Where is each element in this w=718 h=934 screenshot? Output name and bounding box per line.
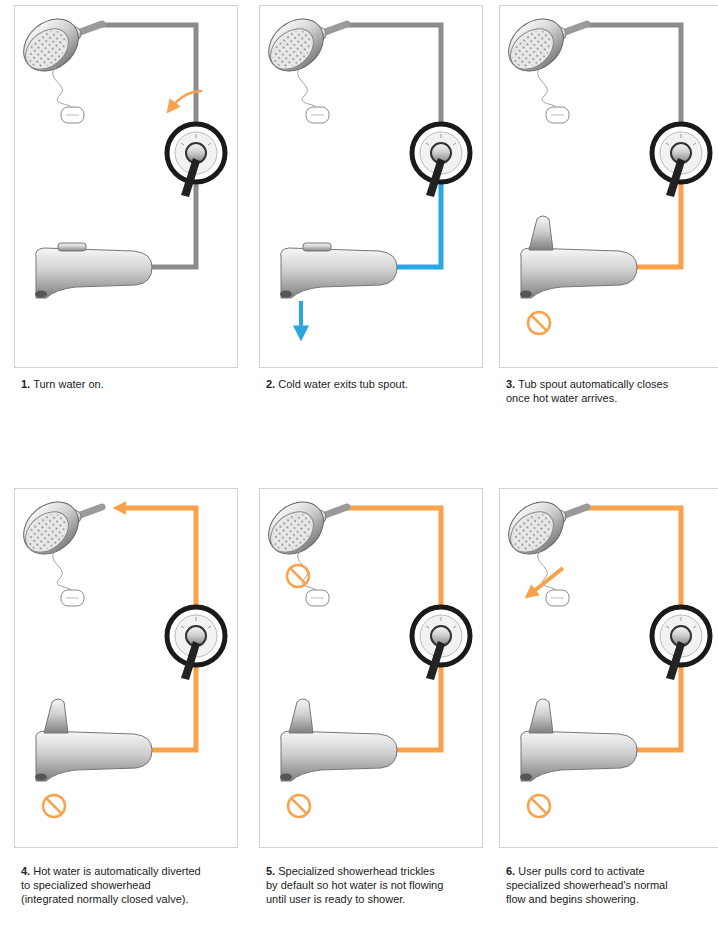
- tub-spout: [35, 243, 152, 298]
- turn-arrow: [170, 91, 202, 109]
- showerhead: [13, 8, 102, 123]
- lower-pipe: [150, 183, 196, 267]
- step-panel: 4.Hot water is automatically diverted to…: [14, 488, 238, 848]
- shower-valve: [167, 124, 225, 197]
- stop-symbol: [528, 312, 550, 334]
- panel-illustration: [13, 491, 225, 817]
- step-caption: 5.Specialized showerhead trickles by def…: [266, 864, 446, 906]
- step-caption: 2.Cold water exits tub spout.: [266, 377, 446, 391]
- hot-pipe: [395, 666, 441, 750]
- step-panel: 6.User pulls cord to activate specialize…: [499, 488, 718, 848]
- step-number: 3.: [506, 378, 515, 390]
- tub-spout: [520, 699, 637, 781]
- cold-pipe: [395, 183, 441, 267]
- panel-illustration: [258, 8, 470, 335]
- upper-pipe: [585, 25, 681, 123]
- hot-pipe: [635, 183, 681, 267]
- stop-symbol: [528, 795, 550, 817]
- stop-symbol: [288, 795, 310, 817]
- step-text: Specialized showerhead trickles by defau…: [266, 865, 443, 905]
- step-number: 5.: [266, 865, 275, 877]
- step-number: 4.: [21, 865, 30, 877]
- step-panel: 5.Specialized showerhead trickles by def…: [259, 488, 483, 848]
- showerhead: [258, 8, 347, 123]
- step-text: Tub spout automatically closes once hot …: [506, 378, 668, 404]
- shower-valve: [412, 607, 470, 680]
- step-text: Cold water exits tub spout.: [278, 378, 408, 390]
- step-number: 2.: [266, 378, 275, 390]
- step-panel: 3.Tub spout automatically closes once ho…: [499, 5, 718, 368]
- panel-illustration: [498, 8, 710, 334]
- showerhead: [498, 491, 587, 606]
- step-text: Turn water on.: [33, 378, 104, 390]
- step-caption: 1.Turn water on.: [21, 377, 201, 391]
- showerhead: [498, 8, 587, 123]
- stop-symbol: [43, 795, 65, 817]
- shower-flow-arrow: [529, 568, 563, 595]
- upper-pipe: [345, 25, 441, 123]
- step-caption: 4.Hot water is automatically diverted to…: [21, 864, 201, 906]
- step-number: 1.: [21, 378, 30, 390]
- cold-flow-arrow: [299, 301, 303, 335]
- shower-valve: [167, 607, 225, 680]
- step-panel: 1.Turn water on.: [14, 5, 238, 368]
- step-text: Hot water is automatically diverted to s…: [21, 865, 201, 905]
- hot-pipe: [345, 508, 441, 606]
- shower-valve: [652, 607, 710, 680]
- hot-flow-arrow: [118, 508, 196, 606]
- panel-illustration: [13, 8, 225, 298]
- hot-pipe: [585, 508, 681, 606]
- hot-pipe: [635, 666, 681, 750]
- step-panel: 2.Cold water exits tub spout.: [259, 5, 483, 368]
- panel-illustration: [498, 491, 710, 817]
- step-text: User pulls cord to activate specialized …: [506, 865, 668, 905]
- tub-spout: [520, 216, 637, 298]
- shower-valve: [652, 124, 710, 197]
- hot-pipe: [150, 666, 196, 750]
- step-number: 6.: [506, 865, 515, 877]
- shower-valve: [412, 124, 470, 197]
- panel-illustration: [258, 491, 470, 817]
- showerhead: [258, 491, 347, 606]
- step-caption: 3.Tub spout automatically closes once ho…: [506, 377, 686, 405]
- tub-spout: [35, 699, 152, 781]
- showerhead: [13, 491, 102, 606]
- upper-pipe: [100, 25, 196, 123]
- stop-symbol: [287, 565, 309, 587]
- tub-spout: [280, 699, 397, 781]
- step-caption: 6.User pulls cord to activate specialize…: [506, 864, 686, 906]
- tub-spout: [280, 243, 397, 298]
